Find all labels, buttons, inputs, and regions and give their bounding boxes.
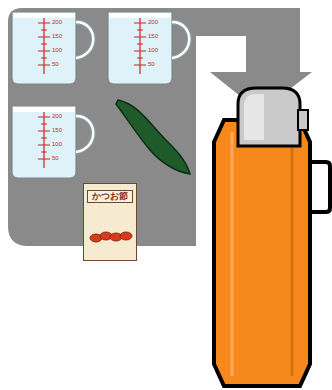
katsuobushi-bag: かつお節: [83, 183, 137, 261]
dried-bonito-flakes: [90, 232, 132, 242]
scale-number: 50: [52, 155, 59, 161]
scale-number: 100: [52, 141, 62, 147]
package-label: かつお節: [87, 190, 133, 203]
kombu-seaweed: [116, 100, 190, 174]
scale-number: 150: [52, 33, 62, 39]
measuring-cup: [108, 12, 189, 84]
scale-number: 50: [148, 61, 155, 67]
thermos: [214, 88, 330, 386]
scale-number: 200: [148, 19, 158, 25]
measuring-cup: [12, 12, 93, 84]
scale-number: 150: [148, 33, 158, 39]
measuring-cup: [12, 106, 93, 178]
scale-number: 50: [52, 61, 59, 67]
scale-number: 200: [52, 113, 62, 119]
scale-number: 100: [148, 47, 158, 53]
scale-number: 200: [52, 19, 62, 25]
scale-number: 150: [52, 127, 62, 133]
scale-number: 100: [52, 47, 62, 53]
